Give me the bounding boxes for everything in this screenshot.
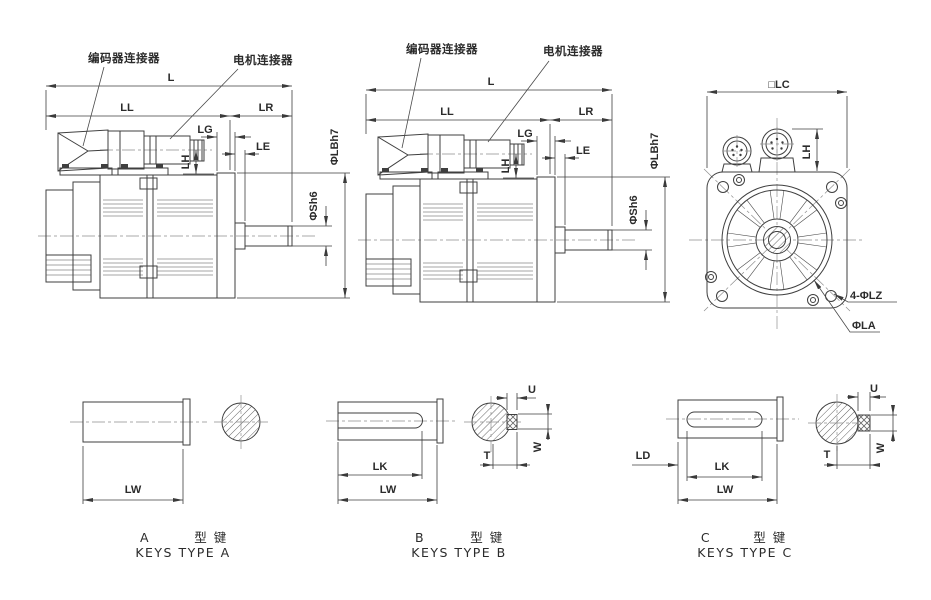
key-b-key — [506, 414, 518, 430]
dim-label-pilot-dia-b: ΦLBh7 — [649, 133, 661, 170]
key-b-caption: KEYS TYPE B — [411, 545, 506, 560]
dim-label-lw-b: LW — [380, 484, 397, 496]
dim-label-le-b: LE — [576, 145, 590, 157]
dim-label-lw-c: LW — [717, 484, 734, 496]
front-flange-outline — [706, 171, 848, 309]
key-b-letter: B — [415, 530, 425, 545]
key-c-dims — [632, 392, 897, 504]
dim-label-lk-c: LK — [715, 461, 730, 473]
dim-label-lr-a: LR — [259, 102, 274, 114]
motor-geometry-a — [38, 86, 350, 298]
encoder-connector-label-b: 编码器连接器 — [406, 42, 478, 56]
dim-label-le-a: LE — [256, 141, 270, 153]
cover-screws — [705, 174, 847, 306]
key-a-letter: A — [140, 530, 150, 545]
front-connectors — [721, 127, 796, 173]
dim-label-t-b: T — [484, 450, 491, 462]
dim-label-lw-a: LW — [125, 484, 142, 496]
key-b-shaft — [337, 398, 444, 444]
key-a-type-label: 型 键 — [194, 530, 227, 545]
motor-connector-label-a: 电机连接器 — [233, 53, 293, 67]
key-b-type-label: 型 键 — [470, 530, 503, 545]
key-type-b: LK LW U W T B 型 键 KEYS TYPE B — [326, 384, 552, 560]
key-c-caption: KEYS TYPE C — [697, 545, 793, 560]
dim-label-u-c: U — [870, 383, 878, 395]
dim-label-w-b: W — [532, 441, 544, 452]
key-a-caption: KEYS TYPE A — [135, 545, 230, 560]
dim-label-lc: □LC — [768, 79, 789, 91]
dim-label-lk-b: LK — [373, 461, 388, 473]
motor-connector-label-b: 电机连接器 — [543, 44, 603, 58]
key-c-shaft — [677, 396, 784, 442]
dim-label-lg-b: LG — [517, 128, 532, 140]
fan-spokes — [727, 190, 827, 290]
dim-label-w-c: W — [875, 442, 887, 453]
motor-side-view-a: 编码器连接器 电机连接器 L LL LR LG LE LH ΦSh6 ΦLBh7 — [38, 51, 350, 298]
dim-label-lg-a: LG — [197, 124, 212, 136]
connector-pins — [731, 137, 784, 157]
connector-leader-lines-a — [82, 66, 239, 147]
dim-label-ld-c: LD — [636, 450, 651, 462]
dim-label-pilot-dia-a: ΦLBh7 — [329, 129, 341, 166]
dim-label-lh-b: LH — [500, 159, 512, 174]
encoder-connector-label-a: 编码器连接器 — [88, 51, 160, 65]
key-a-shaft — [82, 398, 191, 446]
dim-label-shaft-dia-b: ΦSh6 — [628, 195, 640, 224]
motor-side-view-b: 编码器连接器 电机连接器 L LL LR LG LE LH ΦSh6 ΦLBh7 — [358, 42, 670, 302]
shaft-bore — [768, 231, 786, 249]
dim-label-mount-holes: 4-ΦLZ — [850, 290, 883, 302]
dim-label-lh-front: LH — [801, 145, 813, 160]
dim-label-ll-a: LL — [120, 102, 134, 114]
dim-label-lh-a: LH — [180, 155, 192, 170]
dim-label-t-c: T — [824, 449, 831, 461]
shaft-bore-section — [763, 226, 791, 254]
dim-label-u-b: U — [528, 384, 536, 396]
connector-leader-lines-b — [401, 57, 550, 149]
dim-label-l-a: L — [168, 72, 175, 84]
key-c-letter: C — [701, 530, 711, 545]
dim-label-pilot-circle: ΦLA — [852, 320, 876, 332]
key-c-type-label: 型 键 — [753, 530, 786, 545]
motor-geometry-b — [358, 90, 670, 302]
key-type-a: LW A 型 键 KEYS TYPE A — [70, 395, 268, 560]
dim-label-ll-b: LL — [440, 106, 454, 118]
key-type-c: LD LK LW U W T C 型 键 KEYS TYPE C — [632, 383, 897, 560]
dim-label-l-b: L — [488, 76, 495, 88]
dim-label-lr-b: LR — [579, 106, 594, 118]
motor-front-view: □LC LH 4-ΦLZ ΦLA — [689, 79, 897, 333]
front-dimension-lines — [706, 90, 897, 333]
key-a-dims — [82, 446, 184, 504]
dim-label-shaft-dia-a: ΦSh6 — [308, 191, 320, 220]
key-c-key — [857, 414, 871, 432]
key-b-dims — [337, 393, 552, 504]
